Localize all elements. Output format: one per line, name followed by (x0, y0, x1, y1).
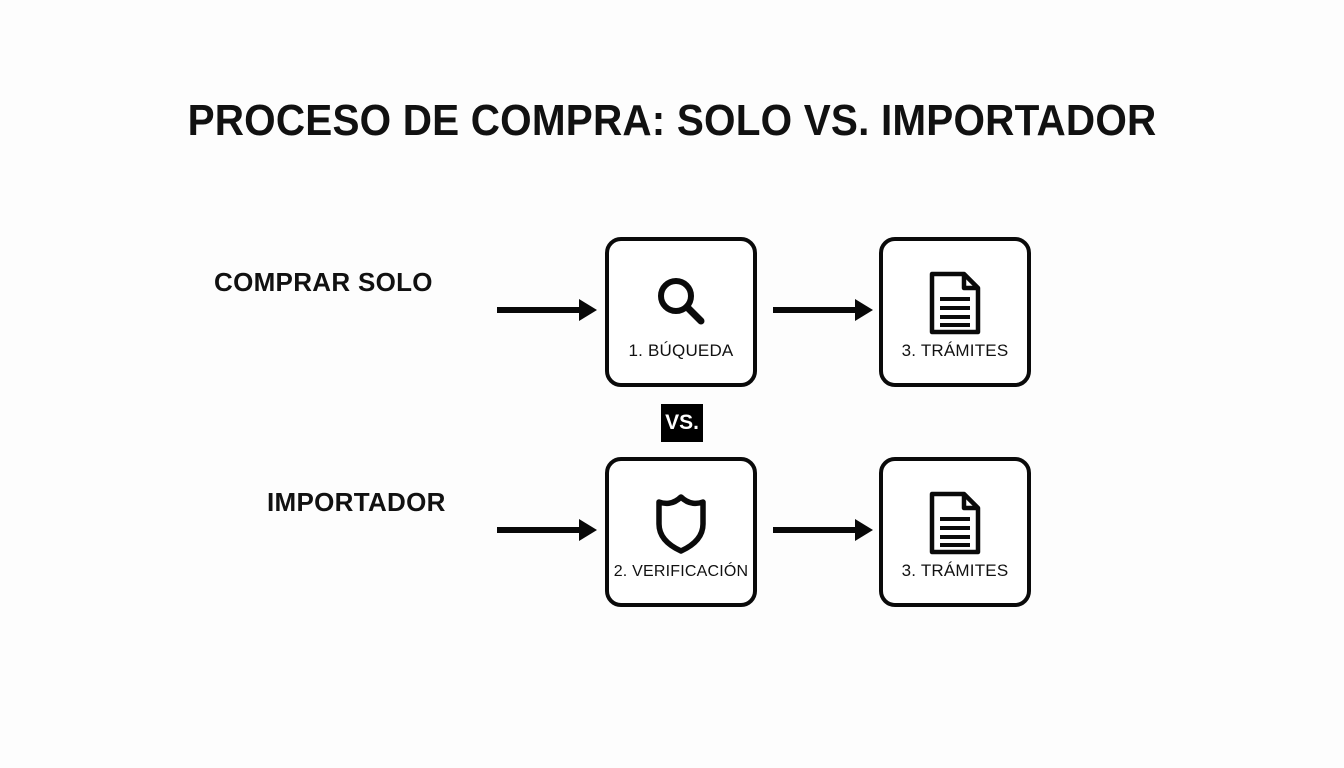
magnifier-icon (650, 267, 712, 339)
document-icon (926, 487, 984, 559)
arrow-head (855, 519, 873, 541)
step-card-tramites-importador[interactable]: 3. TRÁMITES (879, 457, 1031, 607)
row-label-importador: IMPORTADOR (267, 487, 446, 517)
step-card-verificacion[interactable]: 2. VERIFICACIÓN (605, 457, 757, 607)
shield-icon (651, 487, 711, 559)
arrow-shaft (773, 307, 857, 313)
document-icon (926, 267, 984, 339)
step-card-label: 3. TRÁMITES (901, 561, 1009, 580)
page-title: PROCESO DE COMPRA: SOLO VS. IMPORTADOR (187, 96, 1157, 145)
arrow-busqueda-to-tramites-icon (773, 299, 873, 321)
step-card-label: 3. TRÁMITES (901, 341, 1009, 360)
arrow-head (855, 299, 873, 321)
step-card-busqueda[interactable]: 1. BÚQUEDA (605, 237, 757, 387)
arrow-shaft (773, 527, 857, 533)
arrow-to-verificacion-icon (497, 519, 597, 541)
step-card-label: 2. VERIFICACIÓN (613, 563, 749, 580)
vs-badge: VS. (661, 404, 703, 442)
arrow-shaft (497, 527, 581, 533)
step-card-tramites-solo[interactable]: 3. TRÁMITES (879, 237, 1031, 387)
arrow-verificacion-to-tramites-icon (773, 519, 873, 541)
row-label-comprar-solo: COMPRAR SOLO (214, 267, 433, 297)
arrow-to-busqueda-icon (497, 299, 597, 321)
arrow-shaft (497, 307, 581, 313)
arrow-head (579, 519, 597, 541)
arrow-head (579, 299, 597, 321)
step-card-label: 1. BÚQUEDA (628, 341, 734, 360)
